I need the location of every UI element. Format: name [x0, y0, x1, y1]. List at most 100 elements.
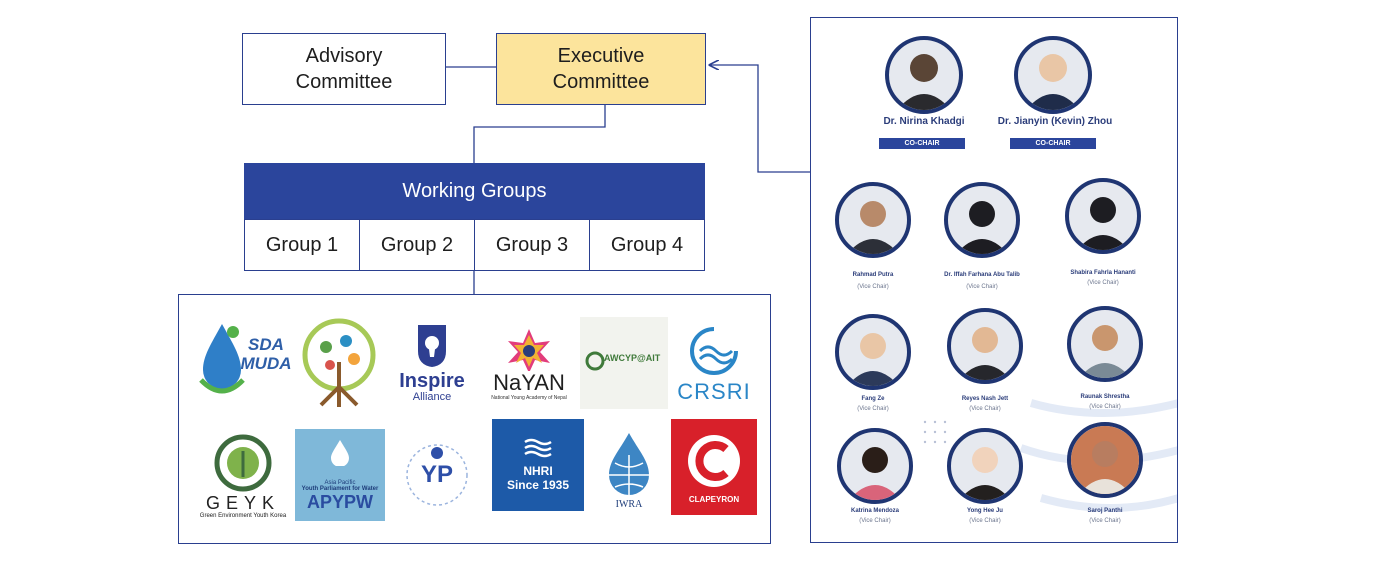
crsri-logo: CRSRI [668, 317, 760, 412]
executive-committee-box: Executive Committee [496, 33, 706, 105]
avatar-vice-chair-8 [947, 428, 1023, 504]
iwra-logo: IWRA [593, 423, 665, 517]
vice-chair-2-name: Dr. Iffah Farhana Abu Talib [944, 272, 1020, 278]
vice-chair-3-name: Shabira Fahrla Hananti [1070, 270, 1136, 276]
people-executive-arrow [710, 65, 810, 173]
vice-chair-6-name: Raunak Shrestha [1080, 394, 1130, 400]
vice-chair-1-name: Rahmad Putra [852, 272, 894, 278]
apypw-logo: Asia Pacific Youth Parliament for Water … [295, 429, 385, 521]
yp-emblem-icon [406, 444, 468, 506]
group-cell-2: Group 2 [359, 219, 475, 271]
vice-chair-4-name: Fang Ze [861, 396, 885, 402]
inspire-text: Inspire [399, 370, 465, 392]
vice-chair-5-name: Reyes Nash Jett [961, 396, 1009, 402]
inspire-alliance-logo: Inspire Alliance [391, 317, 473, 409]
apypw-small-text: Asia Pacific [324, 480, 356, 486]
globe-drop-icon [609, 432, 649, 495]
water-drop-hands-icon [199, 324, 245, 394]
avatar-co-chair-1 [885, 36, 963, 114]
person-silhouette-icon [1026, 54, 1080, 110]
awcyp-ait-logo: AWCYP@AIT [580, 317, 668, 409]
executive-committee-label: Executive Committee [552, 45, 650, 93]
nayan-subtitle: National Young Academy of Nepal [491, 395, 567, 401]
vice-chair-4-role: (Vice Chair) [857, 406, 889, 412]
nayan-logo: NaYAN National Young Academy of Nepal [480, 319, 578, 409]
executive-workinggroups-connector [473, 105, 606, 163]
person-silhouette-icon [1071, 426, 1139, 494]
vice-chair-5-role: (Vice Chair) [969, 406, 1001, 412]
geyk-subtitle: Green Environment Youth Korea [199, 513, 287, 519]
clapeyron-logo: CLAPEYRON [671, 419, 757, 515]
yp-philippines-logo: YP [398, 435, 476, 515]
person-silhouette-icon [959, 327, 1011, 380]
nhri-text: NHRI [523, 464, 553, 478]
avatar-vice-chair-3 [1065, 178, 1141, 254]
avatar-vice-chair-4 [835, 314, 911, 390]
person-silhouette-icon [847, 201, 899, 254]
c-emblem-icon [688, 434, 740, 487]
person-silhouette-icon [1079, 325, 1131, 378]
partner-logos-panel: SDA MUDA Inspire Alliance NaYAN National… [178, 294, 771, 544]
group-2-label: Group 2 [380, 233, 454, 256]
vice-chair-3-role: (Vice Chair) [1087, 280, 1119, 286]
advisory-committee-label: Advisory Committee [295, 45, 393, 93]
iwra-text: IWRA [615, 498, 643, 510]
person-silhouette-icon [897, 54, 951, 110]
anhs-tree-logo [296, 317, 382, 412]
leadership-panel: Dr. Nirina Khadgi CO-CHAIR Dr. Jianyin (… [810, 17, 1178, 543]
circle-emblem-icon [585, 351, 605, 371]
yp-text: YP [420, 461, 453, 488]
group-cell-4: Group 4 [589, 219, 705, 271]
vice-chair-8-name: Yong Hee Ju [967, 508, 1003, 514]
vice-chair-9-name: Saroj Panthi [1087, 508, 1123, 514]
vice-chair-7-role: (Vice Chair) [859, 518, 891, 524]
co-chair-2-name: Dr. Jianyin (Kevin) Zhou [997, 116, 1113, 127]
wave-circle-icon [690, 326, 738, 375]
clapeyron-text: CLAPEYRON [688, 494, 740, 504]
alliance-text: Alliance [412, 391, 452, 403]
person-silhouette-icon [849, 447, 901, 500]
vice-chair-9-role: (Vice Chair) [1089, 518, 1121, 524]
group-cell-3: Group 3 [474, 219, 590, 271]
person-silhouette-icon [956, 201, 1008, 254]
avatar-vice-chair-2 [944, 182, 1020, 258]
avatar-co-chair-2 [1014, 36, 1092, 114]
water-waves-icon [524, 438, 552, 458]
vice-chair-2-role: (Vice Chair) [966, 284, 998, 290]
advisory-committee-box: Advisory Committee [242, 33, 446, 105]
sda-muda-logo: SDA MUDA [197, 315, 292, 410]
person-silhouette-icon [959, 447, 1011, 500]
awcyp-text: AWCYP@AIT [604, 353, 661, 363]
globe-tree-icon [214, 434, 272, 492]
nayan-text: NaYAN [493, 370, 565, 395]
vice-chair-7-name: Katrina Mendoza [850, 508, 899, 514]
group-1-label: Group 1 [265, 233, 339, 256]
co-chair-1-name: Dr. Nirina Khadgi [883, 116, 965, 127]
co-chair-1-badge: CO-CHAIR [879, 138, 965, 149]
group-cell-1: Group 1 [244, 219, 360, 271]
vice-chair-6-role: (Vice Chair) [1089, 404, 1121, 410]
water-drop-icon [331, 440, 349, 466]
group-4-label: Group 4 [610, 233, 684, 256]
group-3-label: Group 3 [495, 233, 569, 256]
apypw-text: APYPW [306, 492, 373, 512]
nhri-subtitle: Since 1935 [506, 478, 570, 492]
working-groups-title: Working Groups [402, 179, 547, 202]
apypw-mid-text: Youth Parliament for Water [301, 486, 379, 492]
working-groups-header: Working Groups [244, 163, 705, 219]
vice-chair-8-role: (Vice Chair) [969, 518, 1001, 524]
avatar-vice-chair-9 [1067, 422, 1143, 498]
nhri-logo: NHRI Since 1935 [492, 419, 584, 511]
vice-chair-1-role: (Vice Chair) [857, 284, 889, 290]
geyk-text: GEYK [205, 493, 281, 513]
tree-people-icon [302, 318, 376, 407]
colorful-star-icon [508, 329, 550, 371]
sda-muda-text: SDA MUDA [240, 335, 292, 373]
avatar-vice-chair-1 [835, 182, 911, 258]
co-chair-2-badge: CO-CHAIR [1010, 138, 1096, 149]
geyk-logo: GEYK Green Environment Youth Korea [197, 430, 289, 522]
avatar-vice-chair-7 [837, 428, 913, 504]
avatar-vice-chair-5 [947, 308, 1023, 384]
bulb-shield-icon [418, 325, 446, 367]
